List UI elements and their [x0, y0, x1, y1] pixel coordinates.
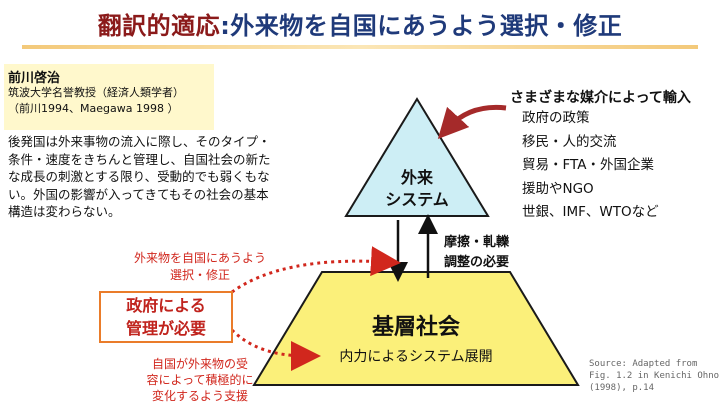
reference-affiliation: 筑波大学名誉教授（経済人類学者） [8, 86, 184, 99]
government-box [99, 291, 233, 343]
import-curved-arrow [437, 104, 507, 140]
government-label: 政府による 管理が必要 [125, 296, 206, 338]
description-text: 後発国は外来事物の流入に際し、そのタイプ・条件・速度をきちんと管理し、自国社会の… [8, 134, 271, 219]
media-list: 政府の政策 移民・人的交流 貿易・FTA・外国企業 援助やNGO 世銀、IMF、… [522, 107, 659, 225]
select-annotation: 外来物を自国にあうよう 選択・修正 [133, 251, 266, 282]
foreign-system-label: 外来 システム [385, 168, 449, 209]
media-item: 政府の政策 [522, 110, 590, 126]
reference-name: 前川啓治 [8, 71, 61, 86]
media-item: 貿易・FTA・外国企業 [522, 157, 654, 173]
reference-box [4, 64, 214, 130]
title-colon: : [220, 12, 231, 40]
media-item: 世銀、IMF、WTOなど [522, 204, 659, 220]
support-annotation: 自国が外来物の受 容によって積極的に 変化するよう支援 [146, 357, 254, 403]
title-rest: 外来物を自国にあうよう選択・修正 [230, 12, 623, 40]
media-item: 移民・人的交流 [522, 133, 617, 150]
source-citation: Source: Adapted from Fig. 1.2 in Kenichi… [589, 359, 720, 393]
support-dotted-arrow [230, 328, 321, 371]
friction-label: 摩擦・軋轢 調整の必要 [444, 235, 510, 270]
base-society-trapezoid [252, 271, 580, 386]
select-dotted-arrow [231, 246, 401, 294]
media-item: 援助やNGO [522, 180, 594, 197]
foreign-system-triangle [344, 97, 490, 217]
base-society-subtitle: 内力によるシステム展開 [339, 349, 493, 365]
base-society-title: 基層社会 [371, 315, 460, 340]
media-title: さまざまな媒介によって輸入 [510, 90, 691, 106]
title-underline [22, 45, 698, 49]
slide-title: 翻訳的適応:外来物を自国にあうよう選択・修正 [0, 6, 720, 41]
title-main: 翻訳的適応 [97, 12, 221, 40]
reference-citation: （前川1994、Maegawa 1998 ） [8, 102, 179, 115]
